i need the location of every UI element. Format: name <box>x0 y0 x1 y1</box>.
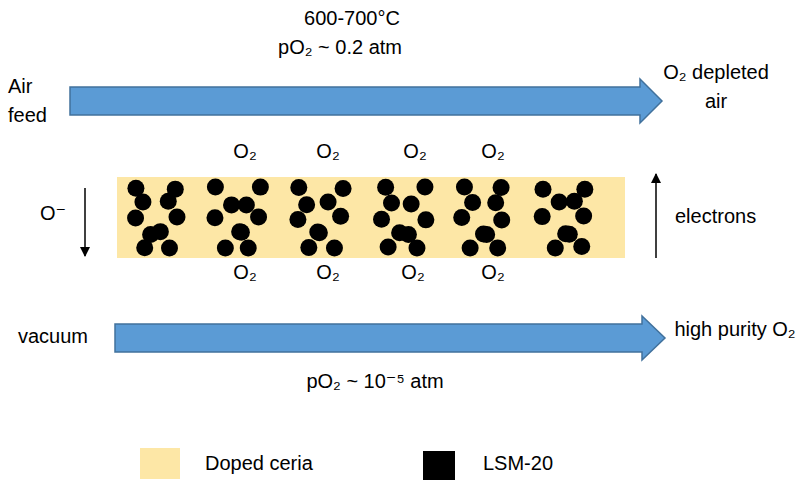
lsm-particle <box>377 179 394 196</box>
electron-arrow <box>655 174 657 258</box>
lsm-particle <box>383 194 400 211</box>
lsm-particle <box>332 208 349 225</box>
legend-text: Doped ceria <box>205 449 313 478</box>
lsm-particle <box>326 240 343 257</box>
lsm-particle <box>566 193 583 210</box>
inlet-label: vacuum <box>18 322 113 351</box>
pressure-label: pO₂ ~ 0.2 atm <box>240 33 440 62</box>
ion-arrow <box>84 188 86 256</box>
lsm-particle <box>487 194 504 211</box>
lsm-particle <box>289 211 306 228</box>
inlet-label: Air feed <box>8 72 63 130</box>
air-flow-arrow <box>70 79 662 123</box>
lsm-particle <box>298 196 315 213</box>
species-label: O₂ <box>225 137 265 166</box>
lsm-particle <box>136 239 153 256</box>
lsm-particle <box>160 193 177 210</box>
lsm-particle <box>233 224 250 241</box>
lsm-particle <box>575 208 592 225</box>
lsm-particle <box>290 179 307 196</box>
ion-label: O⁻ <box>40 199 80 228</box>
lsm-particle <box>127 210 144 227</box>
species-label: O₂ <box>473 258 513 287</box>
electron-label: electrons <box>675 202 785 231</box>
lsm-particle <box>380 238 397 255</box>
lsm-particle <box>535 181 552 198</box>
lsm-particle <box>161 239 178 256</box>
lsm-particle <box>493 211 510 228</box>
species-label: O₂ <box>393 258 433 287</box>
species-label: O₂ <box>308 137 348 166</box>
legend-swatch <box>423 451 455 480</box>
membrane <box>117 177 625 258</box>
lsm-particle <box>300 239 317 256</box>
lsm-particle <box>335 180 352 197</box>
lsm-particle <box>462 240 479 257</box>
species-label: O₂ <box>395 137 435 166</box>
lsm-particle <box>168 208 185 225</box>
outlet-label: high purity O₂ <box>673 315 798 344</box>
lsm-particle <box>489 239 506 256</box>
lsm-particle <box>320 193 337 210</box>
outlet-label: O₂ depleted air <box>661 58 771 116</box>
lsm-particle <box>207 179 224 196</box>
lsm-particle <box>238 196 255 213</box>
lsm-particle <box>464 194 481 211</box>
lsm-particle <box>373 211 390 228</box>
lsm-particle <box>547 240 564 257</box>
lsm-particle <box>534 208 551 225</box>
lsm-particle <box>478 226 495 243</box>
lsm-particle <box>217 240 234 257</box>
lsm-particle <box>456 179 473 196</box>
lsm-particle <box>403 196 420 213</box>
lsm-particle <box>134 193 151 210</box>
lsm-particles <box>127 179 593 257</box>
lsm-particle <box>250 208 267 225</box>
lsm-particle <box>252 179 269 196</box>
legend-text: LSM-20 <box>483 449 553 478</box>
pressure-label: pO₂ ~ 10⁻⁵ atm <box>265 367 485 396</box>
lsm-particle <box>152 223 169 240</box>
lsm-particle <box>206 209 223 226</box>
lsm-particle <box>453 209 470 226</box>
lsm-particle <box>551 194 568 211</box>
lsm-particle <box>561 226 578 243</box>
species-label: O₂ <box>225 258 265 287</box>
lsm-particle <box>223 196 240 213</box>
lsm-particle <box>493 179 510 196</box>
lsm-particle <box>311 224 328 241</box>
legend-swatch <box>140 448 180 479</box>
vacuum-flow-arrow <box>115 316 665 360</box>
lsm-particle <box>240 240 257 257</box>
lsm-particle <box>408 240 425 257</box>
temperature-label: 600-700°C <box>272 4 432 33</box>
lsm-particle <box>573 238 590 255</box>
lsm-particle <box>416 179 433 196</box>
lsm-particle <box>417 211 434 228</box>
species-label: O₂ <box>308 258 348 287</box>
species-label: O₂ <box>473 137 513 166</box>
